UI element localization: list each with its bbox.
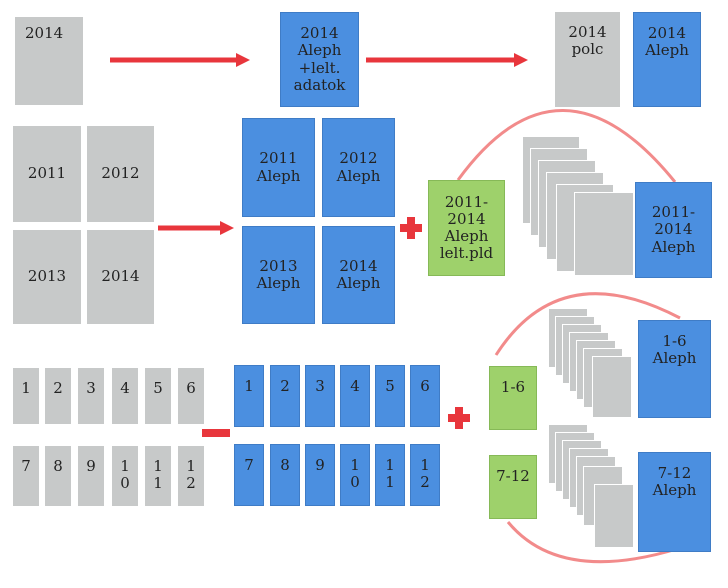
blue-box-number: 1 0 — [340, 444, 370, 506]
gray-box-number: 7 — [13, 446, 39, 506]
blue-box-number: 3 — [305, 365, 335, 427]
plus-icon-row3 — [448, 407, 470, 429]
stacked-page — [594, 484, 634, 548]
blue-box-number: 2 — [270, 365, 300, 427]
arc-row2 — [456, 109, 677, 183]
blue-box-number: 1 2 — [410, 444, 440, 506]
blue-box-number: 4 — [340, 365, 370, 427]
blue-box-2011-2014-aleph: 2011- 2014 Aleph — [635, 182, 712, 278]
stacked-page — [592, 356, 632, 418]
arrow-row1-right — [366, 53, 528, 67]
gray-box-year: 2011 — [13, 126, 81, 222]
gray-box-number: 5 — [145, 368, 171, 424]
gray-box-number: 1 — [13, 368, 39, 424]
blue-box-year-aleph: 2013 Aleph — [242, 226, 315, 324]
arrow-row1-left — [110, 53, 250, 67]
gray-box-number: 1 2 — [178, 446, 204, 506]
blue-box-number: 8 — [270, 444, 300, 506]
arc-row3-top — [494, 292, 681, 356]
gray-box-year: 2013 — [13, 230, 81, 324]
green-box-2011-2014-lelt: 2011- 2014 Aleph lelt.pld — [428, 180, 505, 276]
blue-box-1-6-aleph: 1-6 Aleph — [638, 320, 711, 418]
stacked-page — [574, 192, 634, 276]
arc-row3-bottom — [506, 521, 681, 564]
blue-box-2014-aleph-data: 2014 Aleph +lelt. adatok — [280, 12, 359, 107]
gray-box-number: 1 1 — [145, 446, 171, 506]
blue-box-number: 5 — [375, 365, 405, 427]
gray-box-2014-shelf: 2014 polc — [555, 12, 620, 107]
gray-box-number: 9 — [78, 446, 104, 506]
blue-box-7-12-aleph: 7-12 Aleph — [638, 452, 711, 552]
gray-box-year: 2014 — [87, 230, 154, 324]
gray-box-2014: 2014 — [15, 17, 83, 105]
blue-box-number: 1 — [234, 365, 264, 427]
blue-box-year-aleph: 2014 Aleph — [322, 226, 395, 324]
blue-box-year-aleph: 2011 Aleph — [242, 118, 315, 217]
blue-box-number: 7 — [234, 444, 264, 506]
blue-box-2014-aleph: 2014 Aleph — [633, 12, 701, 107]
green-box-7-12: 7-12 — [489, 455, 537, 519]
gray-box-number: 2 — [45, 368, 71, 424]
gray-box-year: 2012 — [87, 126, 154, 222]
gray-box-number: 6 — [178, 368, 204, 424]
minus-icon-row3 — [202, 429, 230, 437]
blue-box-number: 1 1 — [375, 444, 405, 506]
blue-box-number: 6 — [410, 365, 440, 427]
gray-box-number: 1 0 — [112, 446, 138, 506]
plus-icon-row2 — [400, 217, 422, 239]
blue-box-year-aleph: 2012 Aleph — [322, 118, 395, 217]
blue-box-number: 9 — [305, 444, 335, 506]
gray-box-number: 8 — [45, 446, 71, 506]
gray-box-number: 3 — [78, 368, 104, 424]
gray-box-number: 4 — [112, 368, 138, 424]
arrow-row2 — [158, 221, 234, 235]
green-box-1-6: 1-6 — [489, 366, 537, 430]
